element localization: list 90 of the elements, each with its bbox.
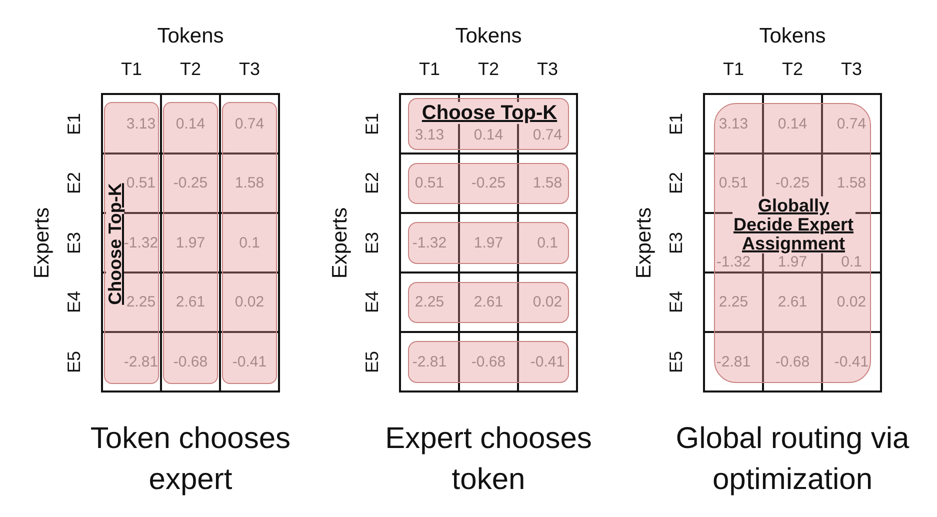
score-value: 0.51: [718, 176, 748, 191]
row-label: E2: [363, 172, 381, 194]
column-label: T1: [121, 60, 142, 78]
row-label: E4: [363, 291, 381, 314]
row-label: E4: [667, 291, 685, 314]
highlight-label: Globally Decide Expert Assignment: [732, 196, 855, 254]
column-label: T1: [419, 60, 440, 78]
score-value: -0.25: [471, 176, 506, 191]
score-value: -2.81: [412, 354, 447, 370]
score-value: 1.58: [836, 176, 866, 191]
score-value: 0.74: [836, 116, 866, 132]
panel-caption: Token chooses expert: [89, 421, 292, 498]
score-value: -0.68: [471, 354, 506, 370]
row-label: E5: [667, 350, 685, 373]
highlight-band: [408, 222, 569, 264]
score-value: 0.02: [836, 294, 866, 310]
column-label: T3: [239, 60, 260, 78]
score-value: 0.51: [414, 176, 444, 191]
column-label: T2: [478, 60, 499, 78]
score-value: 0.1: [239, 235, 260, 250]
score-value: -0.25: [173, 176, 208, 191]
score-value: 3.13: [718, 116, 748, 132]
highlight-band: [222, 102, 277, 384]
score-value: 2.25: [126, 294, 156, 310]
row-label: E1: [363, 112, 381, 135]
score-value: 0.1: [537, 235, 558, 250]
highlight-band: [408, 282, 569, 323]
axis-title: Experts: [32, 207, 52, 278]
axis-title: Tokens: [759, 26, 826, 46]
score-value: 3.13: [414, 127, 444, 142]
highlight-band: [408, 162, 569, 204]
score-value: -2.81: [716, 354, 751, 370]
row-label: E3: [667, 232, 685, 254]
axis-title: Tokens: [157, 26, 224, 46]
column-label: T1: [723, 60, 744, 78]
score-value: -0.41: [834, 354, 869, 370]
score-value: 1.97: [474, 235, 504, 250]
score-value: -0.68: [173, 354, 208, 370]
score-value: -1.32: [124, 235, 158, 250]
score-value: 0.51: [126, 176, 156, 191]
column-label: T2: [180, 60, 201, 78]
column-label: T2: [782, 60, 803, 78]
score-value: -0.41: [232, 354, 267, 370]
row-label: E3: [363, 232, 381, 254]
score-value: 0.14: [176, 116, 206, 132]
score-value: 1.58: [532, 176, 562, 191]
score-value: 2.61: [176, 294, 206, 310]
score-value: 1.97: [176, 235, 206, 250]
panel-caption: Expert chooses token: [384, 421, 593, 498]
score-value: 1.97: [778, 254, 808, 270]
score-value: 1.58: [234, 176, 264, 191]
row-label: E1: [65, 112, 83, 135]
score-value: 0.02: [234, 294, 264, 310]
highlight-band: [408, 98, 569, 150]
score-value: 2.25: [718, 294, 748, 310]
score-value: -0.41: [530, 354, 565, 370]
axis-title: Experts: [330, 207, 350, 278]
score-value: 2.25: [414, 294, 444, 310]
highlight-band: [408, 341, 569, 382]
row-label: E1: [667, 112, 685, 135]
row-label: E5: [363, 350, 381, 373]
row-label: E4: [65, 291, 83, 314]
score-value: 0.74: [532, 127, 562, 142]
score-value: 0.14: [474, 127, 504, 142]
score-value: 0.1: [841, 254, 862, 270]
score-value: -0.25: [775, 176, 810, 191]
highlight-band: [104, 102, 159, 384]
panel-caption: Global routing via optimization: [674, 421, 910, 498]
highlight-label: Choose Top-K: [422, 102, 558, 124]
row-label: E3: [65, 232, 83, 254]
axis-title: Experts: [634, 207, 654, 278]
row-label: E5: [65, 350, 83, 373]
score-value: 0.02: [532, 294, 562, 310]
score-value: 3.13: [126, 116, 156, 132]
score-value: 2.61: [474, 294, 504, 310]
highlight-label: Choose Top-K: [106, 182, 124, 305]
score-value: -1.32: [716, 254, 751, 270]
row-label: E2: [667, 172, 685, 194]
score-value: -0.68: [775, 354, 810, 370]
column-label: T3: [841, 60, 862, 78]
axis-title: Tokens: [455, 26, 522, 46]
score-value: 2.61: [778, 294, 808, 310]
score-value: -1.32: [412, 235, 447, 250]
column-label: T3: [537, 60, 558, 78]
highlight-band: [163, 102, 218, 384]
row-label: E2: [65, 172, 83, 194]
highlight-band: [714, 103, 871, 382]
score-value: -2.81: [124, 354, 158, 370]
score-value: 0.14: [778, 116, 808, 132]
score-value: 0.74: [234, 116, 264, 132]
